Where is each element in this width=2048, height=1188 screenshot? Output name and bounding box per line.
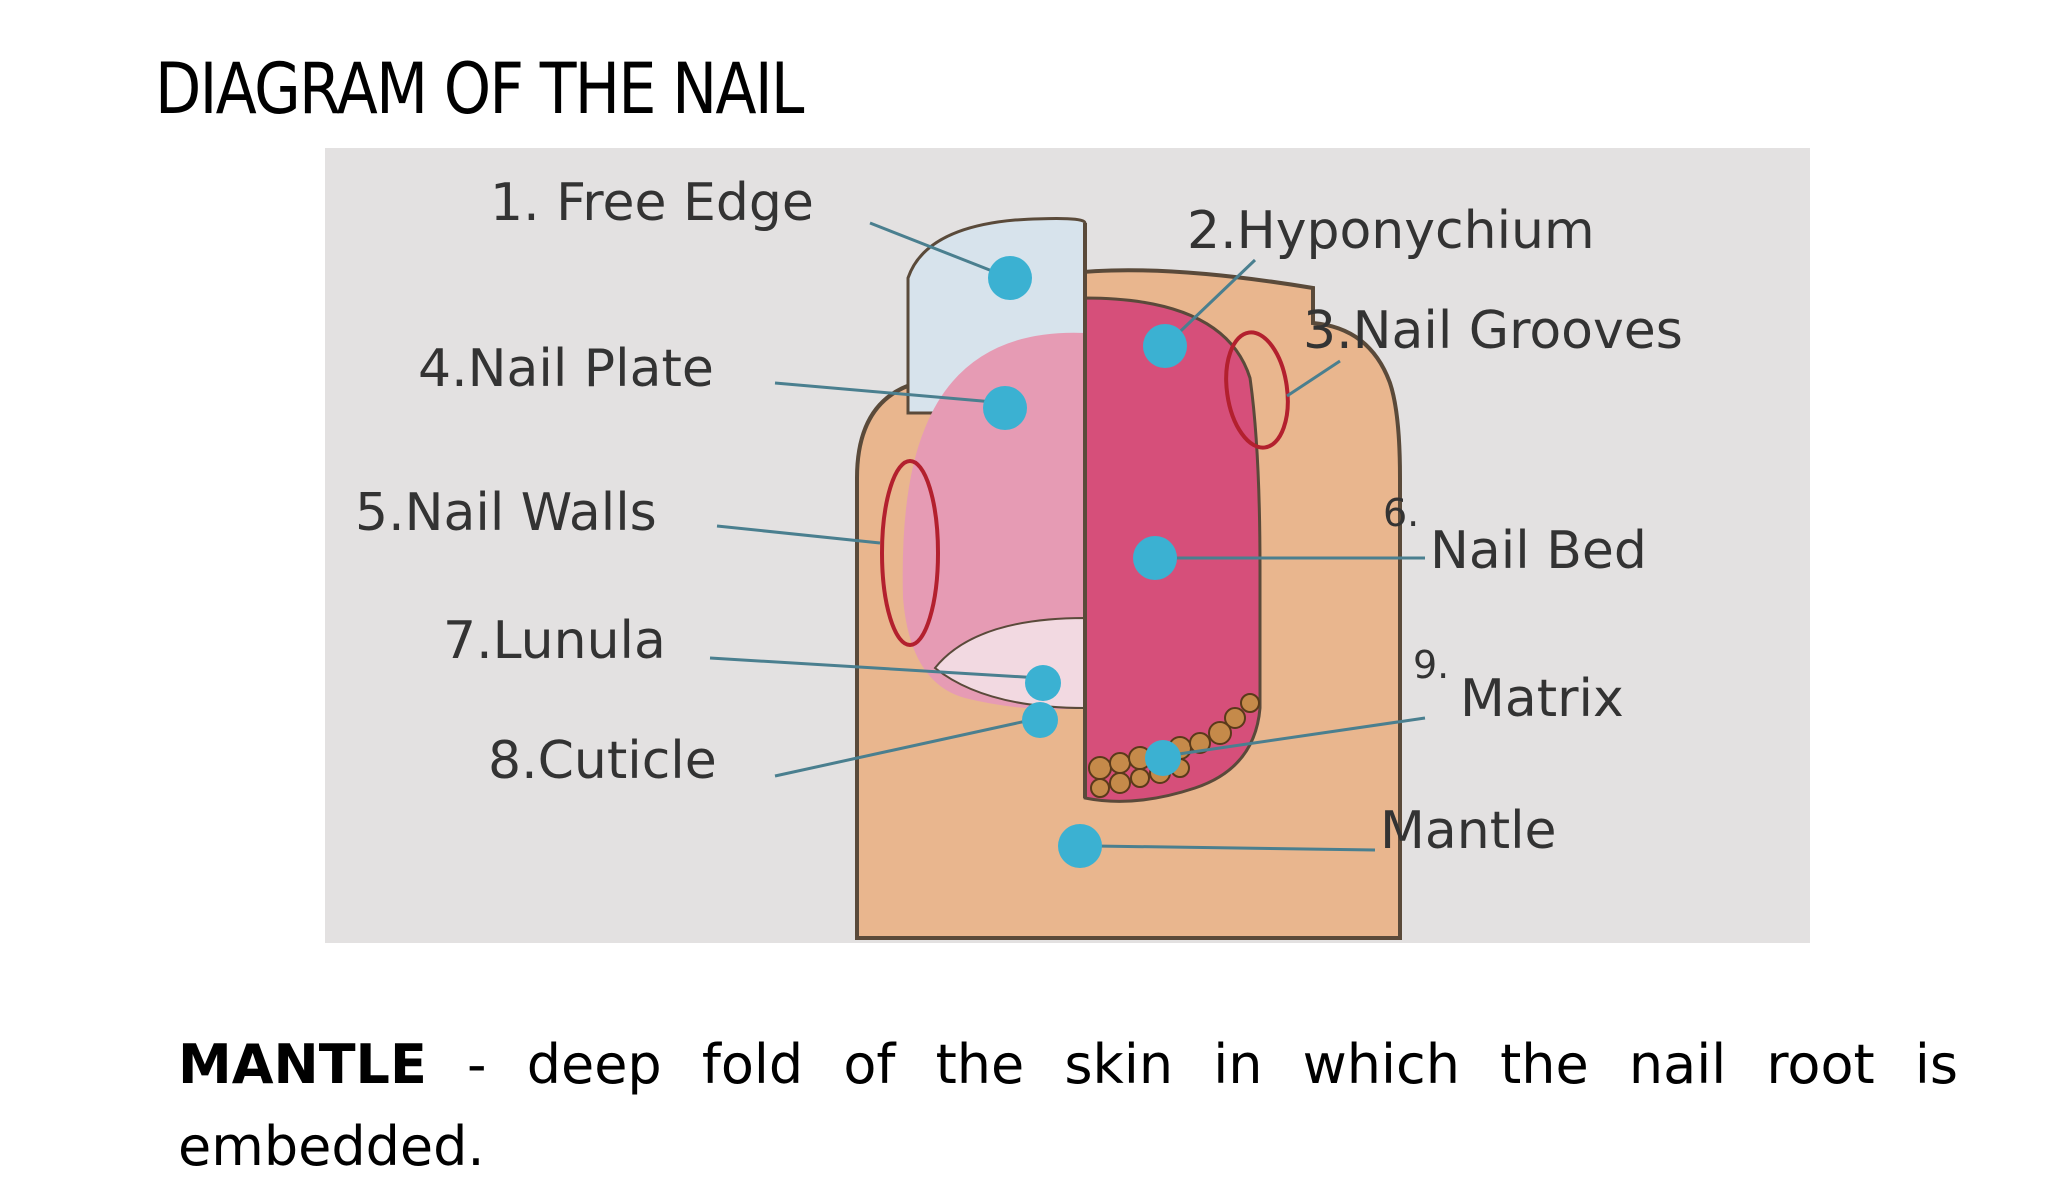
label-nail-bed: Nail Bed [1430,521,1647,581]
marker-mantle [1058,824,1102,868]
definition-caption: MANTLE - deep fold of the skin in which … [178,1024,1958,1188]
marker-matrix [1145,740,1181,776]
nail-groove-outline [1224,330,1290,450]
nail-diagram-svg: 1. Free Edge 2.Hyponychium 3.Nail Groove… [355,173,1683,940]
marker-nail-bed [1133,536,1177,580]
marker-hyponychium [1143,324,1187,368]
label-nail-walls: 5.Nail Walls [355,483,657,543]
caption-term: MANTLE [178,1033,427,1096]
label-lunula: 7.Lunula [443,611,666,671]
marker-nail-plate [983,386,1027,430]
caption-definition: - deep fold of the skin in which the nai… [178,1033,1958,1178]
label-nail-plate: 4.Nail Plate [418,339,714,399]
label-free-edge: 1. Free Edge [490,173,814,233]
label-matrix: Matrix [1460,669,1624,729]
label-nail-grooves: 3.Nail Grooves [1303,301,1683,361]
marker-lunula [1025,665,1061,701]
nail-wall-outline [880,459,940,647]
label-hyponychium: 2.Hyponychium [1187,201,1595,261]
label-nail-bed-number: 6. [1383,491,1419,535]
label-cuticle: 8.Cuticle [488,731,717,791]
marker-free-edge [988,256,1032,300]
label-markers [983,256,1187,868]
label-matrix-number: 9. [1413,643,1449,687]
nail-diagram: 1. Free Edge 2.Hyponychium 3.Nail Groove… [325,148,1810,943]
page-title: DIAGRAM OF THE NAIL [155,48,804,130]
label-mantle: Mantle [1380,801,1557,861]
nail-plate-shape [902,332,1085,710]
marker-cuticle [1022,702,1058,738]
